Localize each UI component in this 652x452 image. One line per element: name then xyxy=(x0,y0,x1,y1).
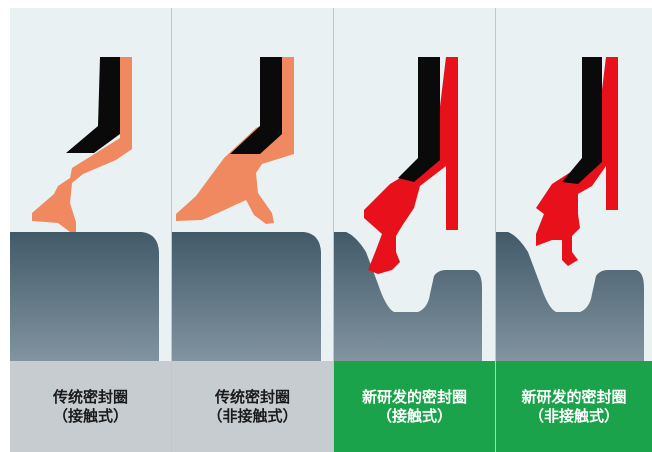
caption: 传统密封圈 （非接触式） xyxy=(172,361,333,452)
caption: 新研发的密封圈 （接触式） xyxy=(334,361,495,452)
caption-line-2: （接触式） xyxy=(376,406,452,425)
caption: 传统密封圈 （接触式） xyxy=(10,361,171,452)
shaft xyxy=(10,232,159,361)
panel-new-noncontact: 新研发的密封圈 （非接触式） xyxy=(496,8,652,452)
seal-lip xyxy=(32,57,132,232)
metal-core xyxy=(230,57,282,154)
caption: 新研发的密封圈 （非接触式） xyxy=(496,361,652,452)
shaft xyxy=(172,232,321,361)
seal-lip xyxy=(364,57,458,274)
panel-traditional-noncontact: 传统密封圈 （非接触式） xyxy=(172,8,333,452)
caption-line-2: （非接触式） xyxy=(207,406,298,425)
caption-line-1: 传统密封圈 xyxy=(52,387,128,406)
caption-line-1: 新研发的密封圈 xyxy=(521,387,627,406)
metal-core xyxy=(398,57,440,182)
shaft xyxy=(496,232,644,361)
seal-lip xyxy=(536,57,618,266)
metal-core xyxy=(562,57,602,184)
shaft xyxy=(334,232,482,361)
caption-line-1: 传统密封圈 xyxy=(214,387,290,406)
metal-core xyxy=(66,57,120,153)
panel-divider xyxy=(333,8,334,452)
top-margin xyxy=(0,0,652,8)
panel-new-contact: 新研发的密封圈 （接触式） xyxy=(334,8,495,452)
caption-line-2: （非接触式） xyxy=(528,406,619,425)
panel-divider xyxy=(495,8,496,452)
panel-traditional-contact: 传统密封圈 （接触式） xyxy=(10,8,171,452)
caption-line-2: （接触式） xyxy=(52,406,128,425)
panel-divider xyxy=(171,8,172,452)
caption-line-1: 新研发的密封圈 xyxy=(361,387,467,406)
